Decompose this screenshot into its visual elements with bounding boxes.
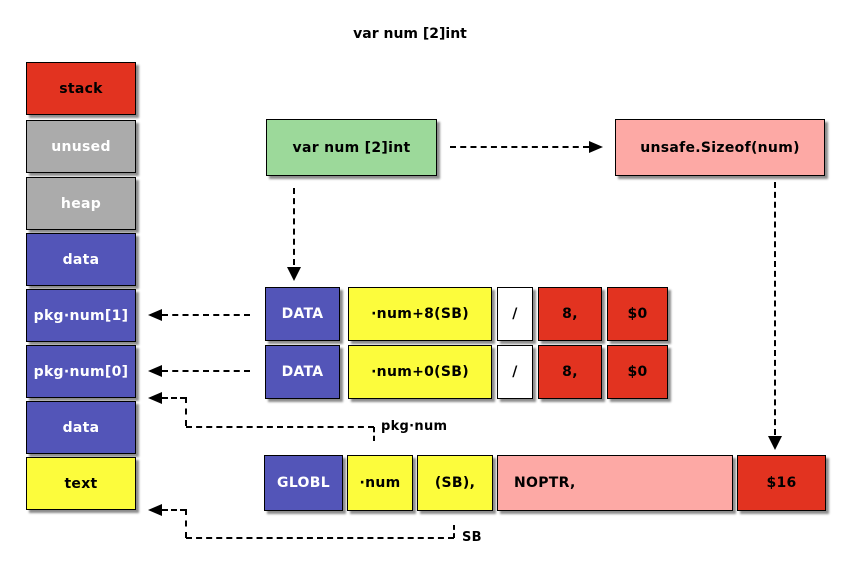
arrowhead-left-icon	[148, 504, 162, 516]
var-declaration-box: var num [2]int	[266, 119, 437, 176]
data-row1-keyword: DATA	[265, 287, 340, 341]
pkg-num-line-v	[185, 397, 187, 426]
arrowhead-right-icon	[589, 141, 603, 153]
memory-segment-stack: stack	[26, 62, 136, 115]
diagram-title: var num [2]int	[353, 26, 467, 42]
arrowhead-left-icon	[148, 309, 162, 321]
memory-segment-text: text	[26, 457, 136, 510]
data-row2-value: $0	[607, 345, 668, 399]
globl-symbol: ·num	[347, 455, 413, 511]
sb-line-tick	[453, 525, 455, 538]
arrow-line-sizeof-to-16	[774, 182, 776, 435]
sb-line-v	[185, 509, 187, 538]
globl-size: $16	[737, 455, 826, 511]
data-row1-value: $0	[607, 287, 668, 341]
memory-segment-unused: unused	[26, 120, 136, 173]
data-row1-symbol: ·num+8(SB)	[348, 287, 492, 341]
sb-label: SB	[462, 530, 482, 545]
data-row2-symbol: ·num+0(SB)	[348, 345, 492, 399]
pkg-num-label: pkg·num	[381, 419, 448, 434]
data-row2-keyword: DATA	[265, 345, 340, 399]
sb-line-h2	[186, 537, 454, 539]
arrow-line-row1-to-pkg-num-1	[162, 314, 250, 316]
memory-segment-pkg-num-0: pkg·num[0]	[26, 345, 136, 398]
pkg-num-line-h1	[162, 397, 186, 399]
globl-keyword: GLOBL	[264, 455, 343, 511]
data-row1-slash: /	[497, 287, 533, 341]
memory-segment-heap: heap	[26, 177, 136, 230]
pkg-num-line-h2	[186, 426, 374, 428]
arrow-line-row2-to-pkg-num-0	[162, 370, 250, 372]
arrowhead-left-icon	[148, 365, 162, 377]
data-row1-size: 8,	[538, 287, 602, 341]
data-row2-size: 8,	[538, 345, 602, 399]
arrowhead-down-icon	[287, 267, 301, 281]
arrowhead-down-icon	[768, 436, 782, 450]
globl-sb: (SB),	[417, 455, 493, 511]
sb-line-h1	[162, 509, 186, 511]
arrowhead-left-icon	[148, 392, 162, 404]
arrow-line-var-to-sizeof	[450, 146, 589, 148]
data-row2-slash: /	[497, 345, 533, 399]
globl-flags: NOPTR,	[497, 455, 733, 511]
memory-segment-data-bottom: data	[26, 401, 136, 454]
memory-segment-data-top: data	[26, 233, 136, 286]
pkg-num-line-tick	[373, 427, 375, 441]
unsafe-sizeof-box: unsafe.Sizeof(num)	[615, 119, 825, 176]
arrow-line-var-to-data	[293, 188, 295, 265]
memory-segment-pkg-num-1: pkg·num[1]	[26, 289, 136, 342]
